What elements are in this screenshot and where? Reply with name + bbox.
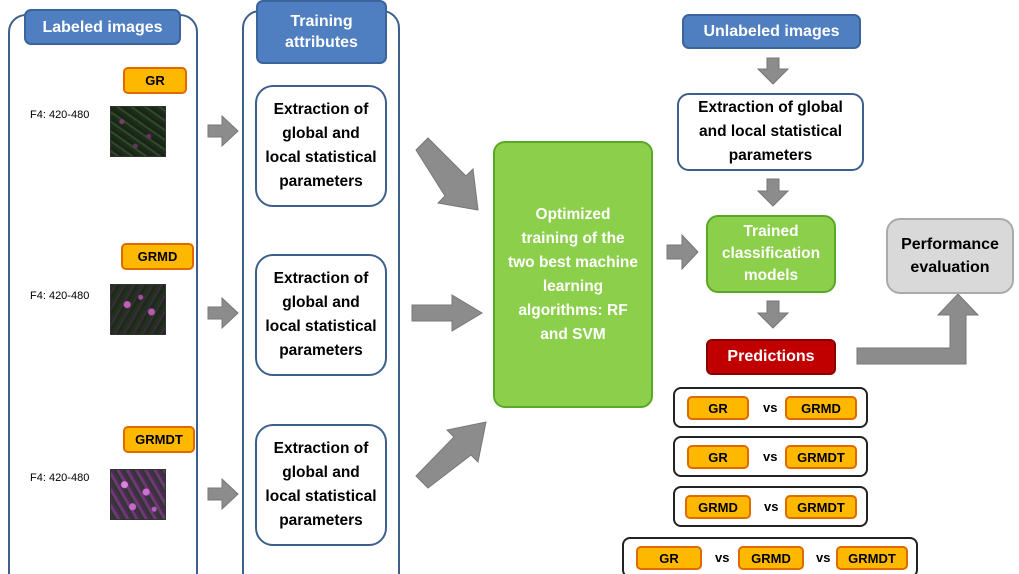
comparison-tag: GR: [687, 445, 749, 469]
extraction-box-grmd: Extraction of global and local statistic…: [255, 254, 387, 376]
comparison-vs: vs: [764, 499, 779, 514]
comparison-row-all: GR vs GRMD vs GRMDT: [622, 537, 918, 574]
comparison-tag: GR: [687, 396, 749, 420]
comparison-row-gr-grmd: GR vs GRMD: [673, 387, 868, 428]
labeled-images-panel: [8, 14, 198, 574]
extraction-box-grmdt: Extraction of global and local statistic…: [255, 424, 387, 546]
comparison-tag: GRMDT: [836, 546, 908, 570]
arrow-grmd-to-extraction: [207, 296, 239, 330]
sample-tag-grmdt: GRMDT: [123, 426, 195, 453]
comparison-vs: vs: [763, 400, 778, 415]
unlabeled-extraction-box: Extraction of global and local statistic…: [677, 93, 864, 171]
arrow-mid-extraction-to-training: [411, 294, 483, 332]
arrow-top-extraction-to-training: [415, 137, 479, 211]
labeled-images-header: Labeled images: [24, 9, 181, 45]
arrow-gr-to-extraction: [207, 114, 239, 148]
arrow-bottom-extraction-to-training: [415, 421, 487, 489]
comparison-tag: GRMDT: [785, 445, 857, 469]
sample-tag-gr: GR: [123, 67, 187, 94]
comparison-tag: GRMDT: [785, 495, 857, 519]
arrow-extraction-down: [756, 178, 790, 207]
predictions-box: Predictions: [706, 339, 836, 375]
sample-tag-grmd: GRMD: [121, 243, 194, 270]
training-attributes-header: Training attributes: [256, 0, 387, 64]
arrow-unlabeled-down: [756, 57, 790, 85]
comparison-vs: vs: [763, 449, 778, 464]
comparison-tag: GRMD: [685, 495, 751, 519]
comparison-vs: vs: [715, 550, 730, 565]
sample-band-grmdt: F4: 420-480: [30, 472, 90, 484]
sample-band-grmd: F4: 420-480: [30, 290, 90, 302]
sample-band-gr: F4: 420-480: [30, 109, 90, 121]
sample-image-grmdt: [110, 469, 166, 520]
arrow-grmdt-to-extraction: [207, 477, 239, 511]
arrow-predictions-to-performance: [856, 293, 980, 365]
comparison-tag: GRMD: [738, 546, 804, 570]
comparison-row-grmd-grmdt: GRMD vs GRMDT: [673, 486, 868, 527]
comparison-row-gr-grmdt: GR vs GRMDT: [673, 436, 868, 477]
unlabeled-images-header: Unlabeled images: [682, 14, 861, 49]
comparison-tag: GRMD: [785, 396, 857, 420]
comparison-tag: GR: [636, 546, 702, 570]
performance-evaluation-box: Performance evaluation: [886, 218, 1014, 294]
arrow-models-down: [756, 300, 790, 329]
sample-image-grmd: [110, 284, 166, 335]
comparison-vs: vs: [816, 550, 831, 565]
sample-image-gr: [110, 106, 166, 157]
optimized-training-box: Optimized training of the two best machi…: [493, 141, 653, 408]
arrow-training-to-models: [666, 233, 699, 271]
extraction-box-gr: Extraction of global and local statistic…: [255, 85, 387, 207]
trained-models-box: Trained classification models: [706, 215, 836, 293]
